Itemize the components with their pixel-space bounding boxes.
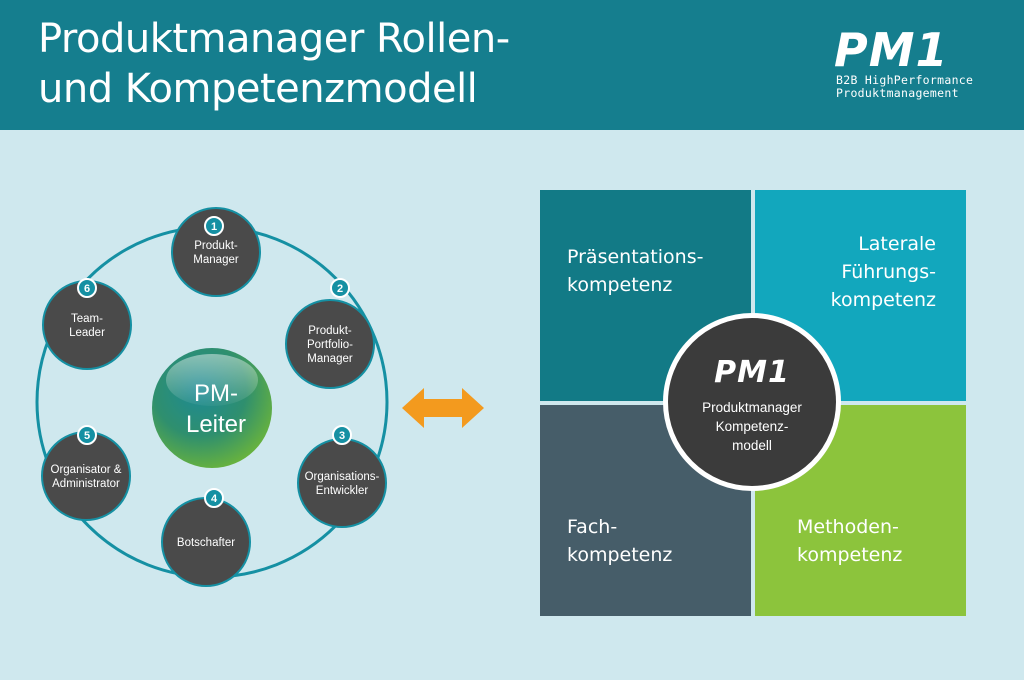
role-label-line: Manager bbox=[307, 353, 353, 365]
role-label-line: Portfolio- bbox=[307, 339, 353, 351]
center-label-line-1: PM- bbox=[194, 380, 238, 407]
role-label-line: Produkt- bbox=[194, 240, 238, 252]
role-node-3: Organisations- Entwickler 3 bbox=[297, 425, 387, 528]
role-number: 1 bbox=[211, 221, 217, 233]
competence-model: Präsentations- kompetenz Laterale Führun… bbox=[540, 190, 966, 616]
quadrant-label-line: kompetenz bbox=[797, 544, 903, 566]
quadrant-label-line: Präsentations- bbox=[567, 246, 704, 268]
role-number: 2 bbox=[337, 283, 343, 295]
title-line-1: Produktmanager Rollen- bbox=[38, 16, 510, 62]
logo-subtitle-line-1: B2B HighPerformance bbox=[836, 73, 974, 87]
role-node-1: Produkt- Manager 1 bbox=[171, 207, 261, 297]
role-number-badge bbox=[330, 278, 350, 298]
quadrant-label-line: kompetenz bbox=[567, 274, 673, 296]
role-label-line: Botschafter bbox=[177, 537, 235, 549]
center-logo-mark: PM1 bbox=[714, 355, 790, 390]
center-node: PM- Leiter bbox=[152, 348, 272, 468]
role-circle bbox=[171, 207, 261, 297]
competence-center-circle: PM1 Produktmanager Kompetenz- modell bbox=[663, 313, 841, 491]
center-caption-line-3: modell bbox=[732, 438, 772, 453]
page-title: Produktmanager Rollen- und Kompetenzmode… bbox=[38, 14, 638, 114]
role-node-2: Produkt- Portfolio- Manager 2 bbox=[285, 278, 375, 389]
role-label-line: Leader bbox=[69, 327, 105, 339]
quadrant-label-line: Führungs- bbox=[841, 261, 936, 283]
role-circle bbox=[297, 438, 387, 528]
role-label-line: Manager bbox=[193, 254, 239, 266]
quadrant-label-line: Fach- bbox=[567, 516, 618, 538]
quadrant-label-line: Laterale bbox=[858, 233, 936, 255]
role-circle bbox=[41, 431, 131, 521]
center-caption-line-2: Kompetenz- bbox=[715, 419, 789, 434]
role-number: 5 bbox=[84, 430, 90, 442]
role-number-badge bbox=[332, 425, 352, 445]
center-gloss bbox=[166, 354, 258, 406]
title-line-2: und Kompetenzmodell bbox=[38, 66, 478, 112]
role-node-6: Team- Leader 6 bbox=[42, 278, 132, 370]
role-node-4: Botschafter 4 bbox=[161, 488, 251, 587]
role-number-badge bbox=[204, 216, 224, 236]
header-banner: Produktmanager Rollen- und Kompetenzmode… bbox=[0, 0, 1024, 130]
quadrant-label-line: kompetenz bbox=[830, 289, 936, 311]
double-arrow-icon bbox=[402, 388, 484, 428]
role-label-line: Team- bbox=[71, 313, 103, 325]
role-label-line: Entwickler bbox=[316, 485, 369, 497]
role-number: 4 bbox=[211, 493, 218, 505]
role-label-line: Produkt- bbox=[308, 325, 352, 337]
center-caption: Produktmanager Kompetenz- modell bbox=[668, 398, 836, 455]
center-caption-line-1: Produktmanager bbox=[702, 400, 802, 415]
quadrant-label-line: Methoden- bbox=[797, 516, 899, 538]
role-number-badge bbox=[77, 425, 97, 445]
role-node-5: Organisator & Administrator 5 bbox=[41, 425, 131, 521]
logo-subtitle-line-2: Produktmanagement bbox=[836, 86, 959, 100]
role-number: 3 bbox=[339, 430, 345, 442]
center-label-line-2: Leiter bbox=[186, 411, 246, 438]
role-circle bbox=[285, 299, 375, 389]
role-number: 6 bbox=[84, 283, 90, 295]
role-label-line: Organisations- bbox=[305, 471, 380, 483]
role-label-line: Organisator & bbox=[51, 464, 122, 476]
logo-mark: PM1 bbox=[834, 23, 949, 77]
role-number-badge bbox=[204, 488, 224, 508]
role-number-badge bbox=[77, 278, 97, 298]
logo-subtitle: B2B HighPerformance Produktmanagement bbox=[836, 74, 996, 100]
pm1-logo: PM1 B2B HighPerformance Produktmanagemen… bbox=[834, 23, 996, 104]
quadrant-label-line: kompetenz bbox=[567, 544, 673, 566]
role-label-line: Administrator bbox=[52, 478, 120, 490]
